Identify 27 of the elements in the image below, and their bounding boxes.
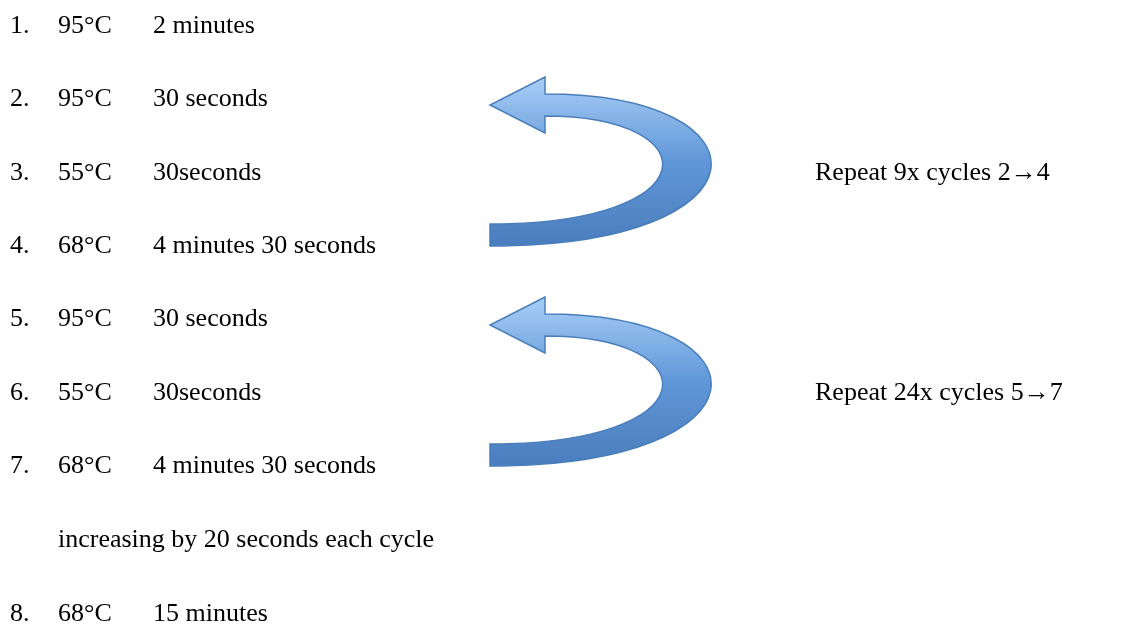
step-number: 2. xyxy=(10,83,31,113)
duration-text: 4 minutes 30 seconds xyxy=(153,450,378,480)
step-note: increasing by 20 seconds each cycle xyxy=(58,524,436,554)
temperature-text: 95°C xyxy=(58,10,113,40)
duration-text: 30 seconds xyxy=(153,303,269,333)
repeat-note: Repeat 24x cycles 5→7 xyxy=(815,377,1063,407)
temperature-text: 55°C xyxy=(58,377,113,407)
repeat-note: Repeat 9x cycles 2→4 xyxy=(815,157,1050,187)
step-number: 6. xyxy=(10,377,31,407)
step-number: 1. xyxy=(10,10,31,40)
step-number: 5. xyxy=(10,303,31,333)
duration-text: 30seconds xyxy=(153,157,263,187)
step-number: 8. xyxy=(10,598,31,628)
temperature-text: 55°C xyxy=(58,157,113,187)
temperature-text: 95°C xyxy=(58,83,113,113)
duration-text: 2 minutes xyxy=(153,10,256,40)
temperature-text: 68°C xyxy=(58,598,113,628)
duration-text: 30seconds xyxy=(153,377,263,407)
temperature-text: 95°C xyxy=(58,303,113,333)
step-number: 4. xyxy=(10,230,31,260)
step-number: 7. xyxy=(10,450,31,480)
temperature-text: 68°C xyxy=(58,230,113,260)
temperature-text: 68°C xyxy=(58,450,113,480)
step-number: 3. xyxy=(10,157,31,187)
duration-text: 30 seconds xyxy=(153,83,269,113)
duration-text: 15 minutes xyxy=(153,598,269,628)
duration-text: 4 minutes 30 seconds xyxy=(153,230,378,260)
